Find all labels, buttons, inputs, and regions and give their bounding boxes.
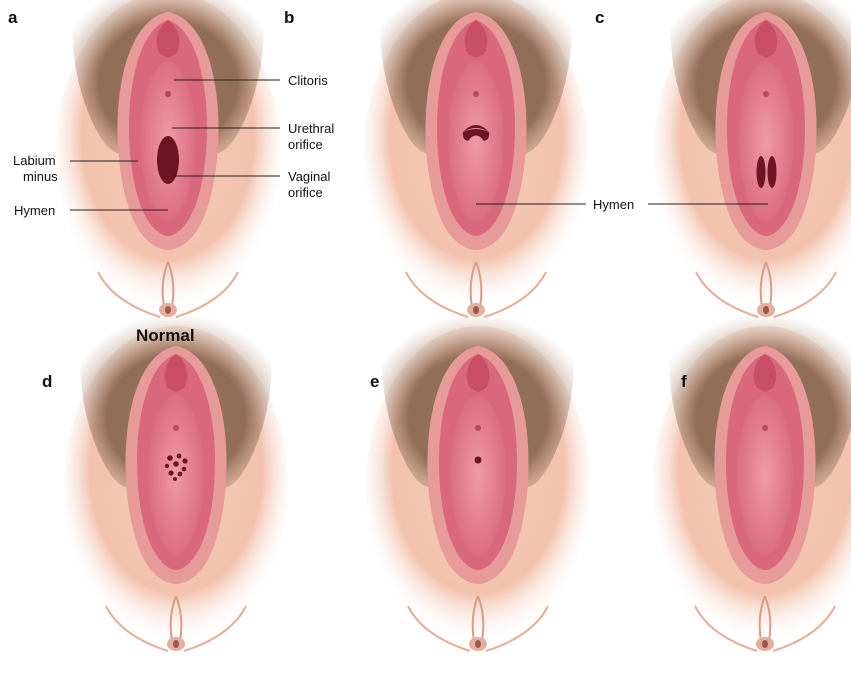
panel-b-illustration <box>364 0 588 317</box>
microperforate-opening <box>475 457 482 464</box>
septate-opening-left <box>757 156 766 188</box>
panel-letter-e: e <box>370 372 379 391</box>
panel-c-illustration <box>654 0 851 317</box>
vaginal-label-line2: orifice <box>288 185 323 200</box>
vaginal-orifice-open <box>157 136 179 184</box>
labium-label-line2: minus <box>23 169 58 184</box>
panel-letter-b: b <box>284 8 294 27</box>
panel-a-illustration <box>56 0 280 317</box>
clitoris-label: Clitoris <box>288 73 328 88</box>
urethral-label-line1: Urethral <box>288 121 334 136</box>
panel-letter-f: f <box>681 372 687 391</box>
panel-d-illustration <box>64 313 288 651</box>
septate-opening-right <box>768 156 777 188</box>
panel-f-illustration <box>653 313 851 651</box>
labium-label-line1: Labium <box>13 153 56 168</box>
hymen-label-a: Hymen <box>14 203 55 218</box>
panel-e-illustration <box>366 313 590 651</box>
panel-letter-d: d <box>42 372 52 391</box>
vaginal-label-line1: Vaginal <box>288 169 331 184</box>
panel-letter-a: a <box>8 8 18 27</box>
urethral-label-line2: orifice <box>288 137 323 152</box>
caption-normal: Normal <box>136 326 195 345</box>
panel-letter-c: c <box>595 8 604 27</box>
hymen-label-bc: Hymen <box>593 197 634 212</box>
